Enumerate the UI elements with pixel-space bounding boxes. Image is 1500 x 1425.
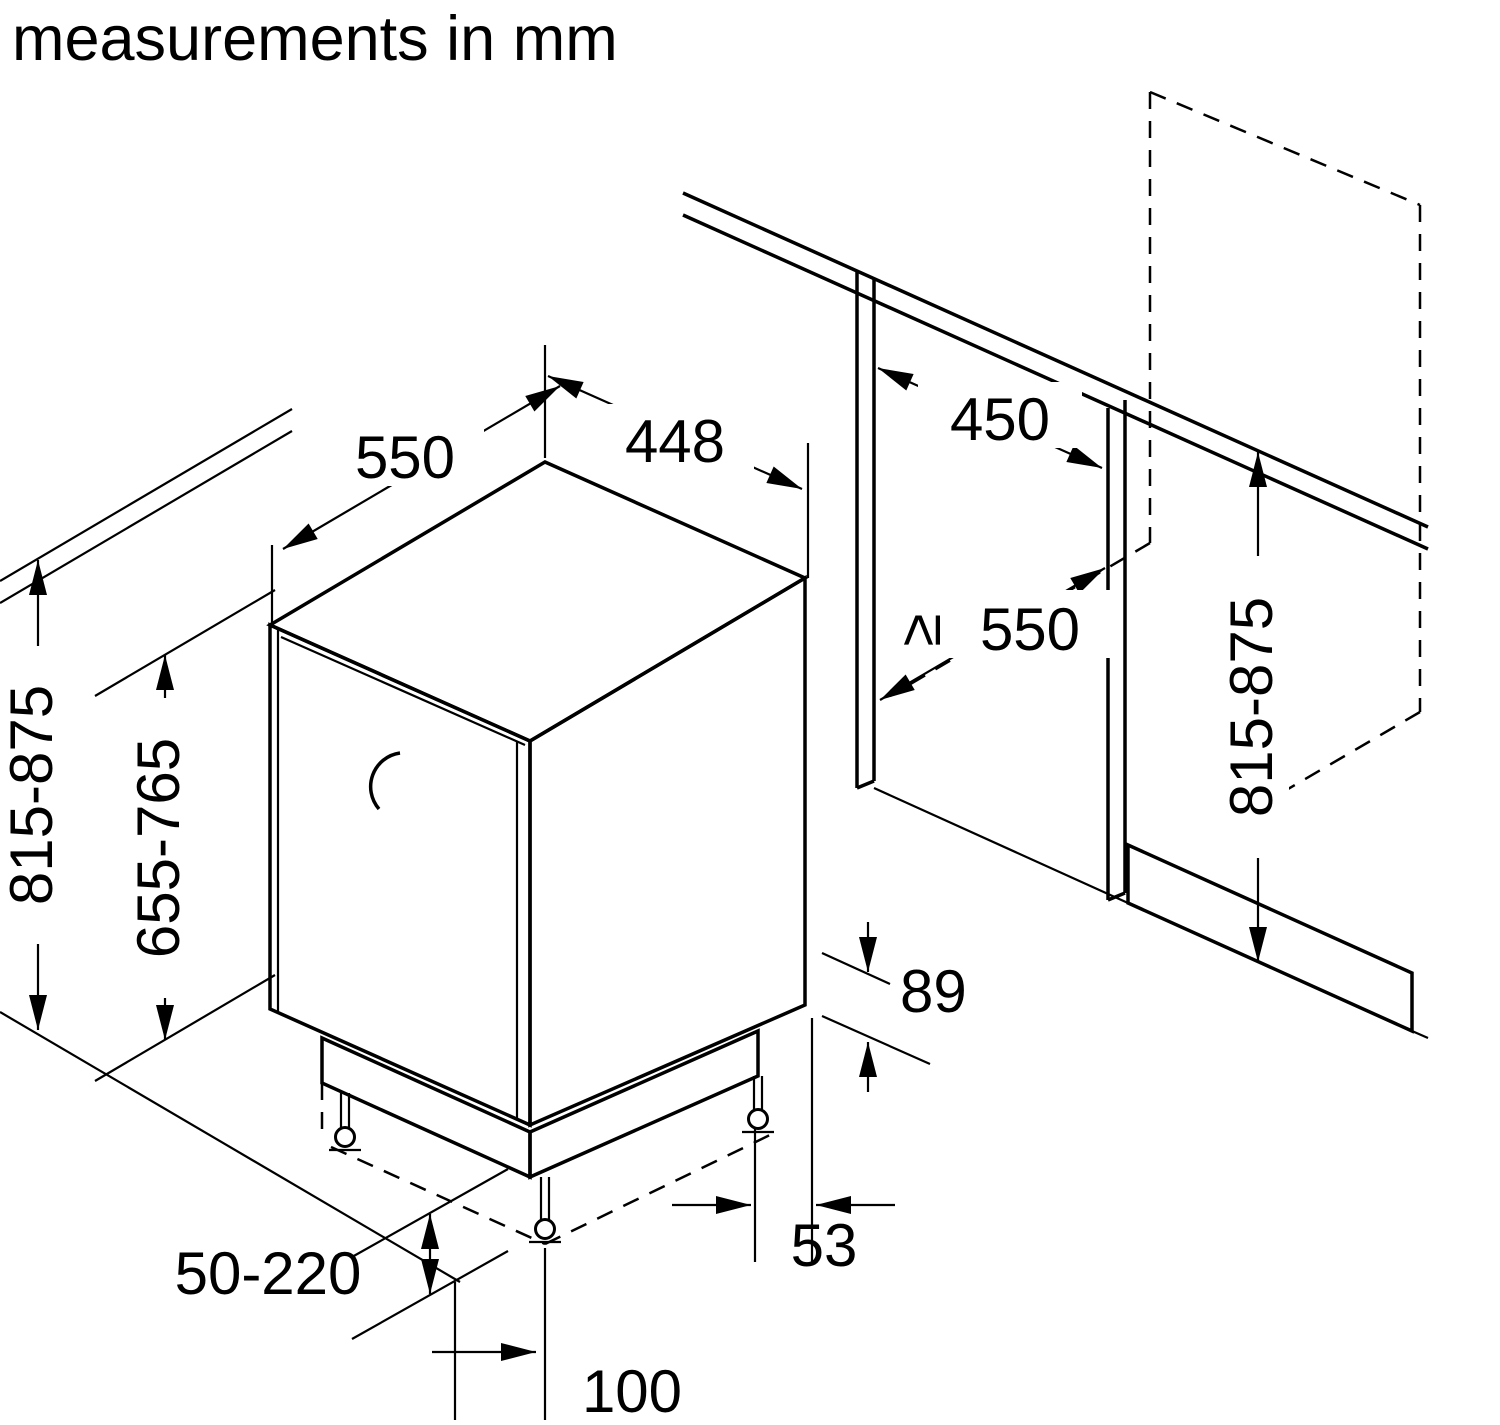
dim-niche-depth: ≥ 550 bbox=[879, 567, 1118, 701]
side-face bbox=[528, 574, 807, 1128]
top-face bbox=[266, 460, 809, 743]
dim-label-plinth-depth: 100 bbox=[582, 1358, 682, 1425]
dim-label-niche-depth: 550 bbox=[980, 596, 1080, 663]
niche-floor bbox=[873, 786, 1129, 905]
foot-right bbox=[742, 1076, 774, 1134]
plinth-front bbox=[320, 1035, 532, 1180]
niche-left-wall bbox=[855, 271, 876, 790]
front-door-face bbox=[268, 622, 532, 1128]
door-handle bbox=[368, 751, 401, 811]
dim-base-offset: 89 bbox=[821, 922, 967, 1092]
dim-label-plinth-height: 50-220 bbox=[175, 1240, 362, 1307]
dishwasher-outline bbox=[266, 460, 809, 1246]
dim-label-appliance-width: 448 bbox=[625, 408, 725, 475]
foot-left bbox=[329, 1093, 361, 1152]
niche-hidden-lines bbox=[889, 90, 1422, 822]
right-plinth bbox=[1126, 842, 1414, 1034]
page-title: measurements in mm bbox=[12, 4, 618, 74]
niche-outline bbox=[682, 90, 1429, 1040]
dim-label-appliance-height: 815-875 bbox=[0, 685, 65, 905]
dim-niche-height: 815-875 bbox=[1218, 452, 1289, 962]
dim-label-niche-height: 815-875 bbox=[1218, 597, 1285, 817]
dim-label-niche-width: 450 bbox=[950, 386, 1050, 453]
dim-label-base-offset: 89 bbox=[900, 958, 967, 1025]
dim-label-side-offset: 53 bbox=[791, 1212, 858, 1279]
dim-plinth-depth: 100 bbox=[432, 1248, 682, 1425]
foot-front bbox=[529, 1177, 561, 1244]
dim-side-offset: 53 bbox=[672, 1018, 895, 1279]
dim-plinth-height: 50-220 bbox=[175, 1168, 509, 1340]
dim-label-appliance-depth: 550 bbox=[355, 424, 455, 491]
dim-label-door-height: 655-765 bbox=[125, 738, 192, 958]
dim-symbol-niche-depth: ≥ bbox=[886, 614, 953, 647]
dim-appliance-width: 448 bbox=[547, 374, 810, 578]
dim-niche-width: 450 bbox=[877, 366, 1103, 470]
dim-door-height: 655-765 bbox=[94, 589, 276, 1082]
worktop-left bbox=[0, 408, 461, 1283]
counter-edge bbox=[682, 191, 1429, 529]
plinth-side bbox=[528, 1028, 760, 1180]
dim-appliance-height: 815-875 bbox=[0, 560, 70, 1030]
dim-appliance-depth: 550 bbox=[270, 345, 561, 625]
